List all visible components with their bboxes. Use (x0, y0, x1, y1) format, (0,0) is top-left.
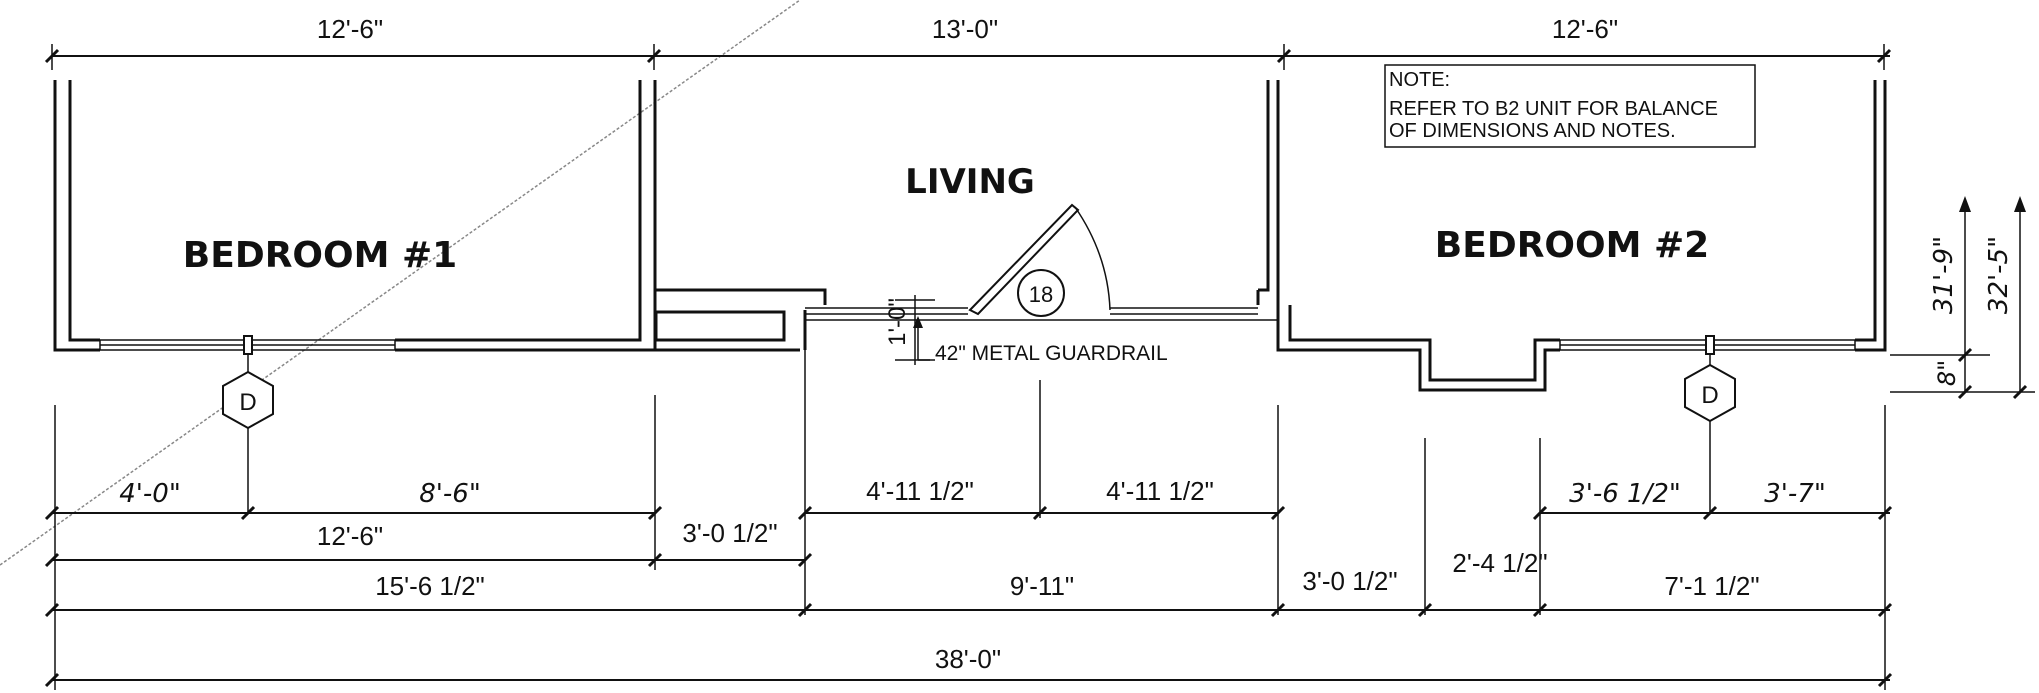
note-line1: REFER TO B2 UNIT FOR BALANCE (1389, 98, 1718, 120)
dimension-row-3 (44, 602, 1893, 618)
dim-row3-c: 3'-0 1/2" (1302, 566, 1397, 596)
dim-guardrail-offset: 1'-0" (884, 298, 911, 346)
guardrail-annotation: 1'-0" 42" METAL GUARDRAIL (884, 295, 1168, 365)
dim-row3-b: 9'-11" (1010, 571, 1074, 601)
note-box: NOTE: REFER TO B2 UNIT FOR BALANCE OF DI… (1384, 64, 1756, 148)
dim-row1-mid-a: 4'-11 1/2" (866, 476, 974, 506)
guardrail-label: 42" METAL GUARDRAIL (935, 342, 1168, 365)
dimension-row-2 (44, 552, 813, 568)
dim-row3-d: 2'-4 1/2" (1452, 548, 1547, 578)
dim-row2-a: 12'-6" (317, 521, 383, 551)
dim-row3-e: 7'-1 1/2" (1664, 571, 1759, 601)
dimension-overall (44, 672, 1893, 688)
top-dimension-line (44, 44, 1892, 70)
room-label-living: LIVING (905, 162, 1035, 202)
window-tag-right: D (1684, 363, 1736, 513)
room-label-bedroom1: BEDROOM #1 (183, 235, 457, 276)
window-tag-left-letter: D (239, 389, 256, 416)
walls (53, 80, 1887, 392)
dim-vertical-a: 31'-9" (1929, 236, 1959, 314)
window-tag-right-letter: D (1701, 382, 1718, 409)
dim-row1-right-b: 3'-7" (1764, 479, 1826, 509)
dim-top-bedroom1: 12'-6" (317, 14, 383, 44)
extension-lines (54, 330, 1886, 690)
dim-vertical-b: 32'-5" (1984, 236, 2014, 314)
room-label-bedroom2: BEDROOM #2 (1435, 225, 1709, 266)
door-tag: 18 (1017, 269, 1065, 317)
dim-top-living: 13'-0" (932, 14, 998, 44)
window-bedroom2 (1559, 335, 1856, 370)
dim-row1-right-a: 3'-6 1/2" (1569, 479, 1681, 509)
dim-row2-b: 3'-0 1/2" (682, 518, 777, 548)
dim-row1-left-a: 4'-0" (119, 479, 181, 509)
note-title: NOTE: (1389, 69, 1450, 91)
dim-top-bedroom2: 12'-6" (1552, 14, 1618, 44)
window-tag-left: D (222, 370, 274, 513)
door-tag-number: 18 (1029, 282, 1053, 307)
note-line2: OF DIMENSIONS AND NOTES. (1389, 120, 1676, 142)
dim-vertical-c: 8" (1933, 360, 1961, 386)
right-vertical-dimensions (1890, 196, 2035, 400)
window-bedroom1 (99, 335, 396, 375)
diagonal-reference-line (0, 0, 801, 566)
dim-row1-left-b: 8'-6" (419, 479, 481, 509)
dim-row3-a: 15'-6 1/2" (375, 571, 485, 601)
door-swing (968, 203, 1111, 316)
dim-row1-mid-b: 4'-11 1/2" (1106, 476, 1214, 506)
dimension-row-1 (44, 505, 1893, 521)
dim-overall: 38'-0" (935, 644, 1001, 674)
